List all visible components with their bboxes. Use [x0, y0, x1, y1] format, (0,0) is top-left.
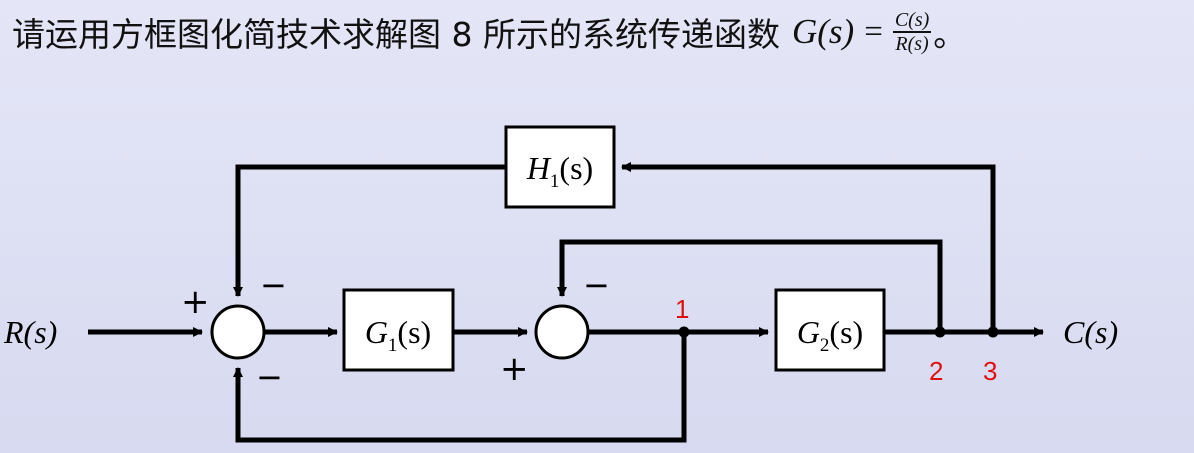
- sj2-top-minus-sign: −: [583, 266, 610, 304]
- node-dot-3: [987, 326, 999, 338]
- full-stop: 。: [933, 15, 967, 54]
- input-label: R(s): [3, 314, 57, 350]
- sj1-plus-sign: +: [181, 282, 210, 322]
- block-h1-label: H1(s): [526, 150, 593, 192]
- question-text: 请运用方框图化简技术求解图 8 所示的系统传递函数 G(s) = C(s) R(…: [12, 8, 966, 56]
- node-label-1: 1: [675, 294, 689, 324]
- node-dot-2: [934, 326, 946, 338]
- h1-feedback-path-out: [233, 164, 506, 297]
- summing-junction-1: [210, 304, 266, 360]
- transfer-function-fraction: C(s) R(s): [892, 9, 932, 55]
- block-g1: [342, 288, 455, 372]
- bottom-feedback-path: [233, 332, 687, 443]
- h1-feedback-path-in: [621, 162, 996, 332]
- node-label-3: 3: [983, 356, 997, 386]
- block-g1-label: G1(s): [365, 314, 431, 356]
- block-g2-label: G2(s): [797, 314, 863, 356]
- equals-sign: =: [864, 13, 883, 50]
- question-body: 请运用方框图化简技术求解图 8 所示的系统传递函数: [12, 15, 780, 54]
- output-label: C(s): [1063, 314, 1118, 350]
- sj1-top-minus-sign: −: [260, 266, 287, 304]
- transfer-function-symbol: G(s): [791, 12, 855, 51]
- node-label-2: 2: [929, 356, 943, 386]
- summing-junction-2: [534, 304, 590, 360]
- sj2-plus-sign: +: [500, 349, 529, 389]
- sj1-bottom-minus-sign: −: [256, 358, 283, 396]
- block-g2: [774, 288, 886, 372]
- inner-feedback-path: [557, 239, 943, 332]
- fraction-numerator: C(s): [892, 9, 932, 33]
- node-dot-1: [678, 326, 690, 338]
- block-h1: [504, 125, 616, 209]
- fraction-denominator: R(s): [895, 33, 929, 55]
